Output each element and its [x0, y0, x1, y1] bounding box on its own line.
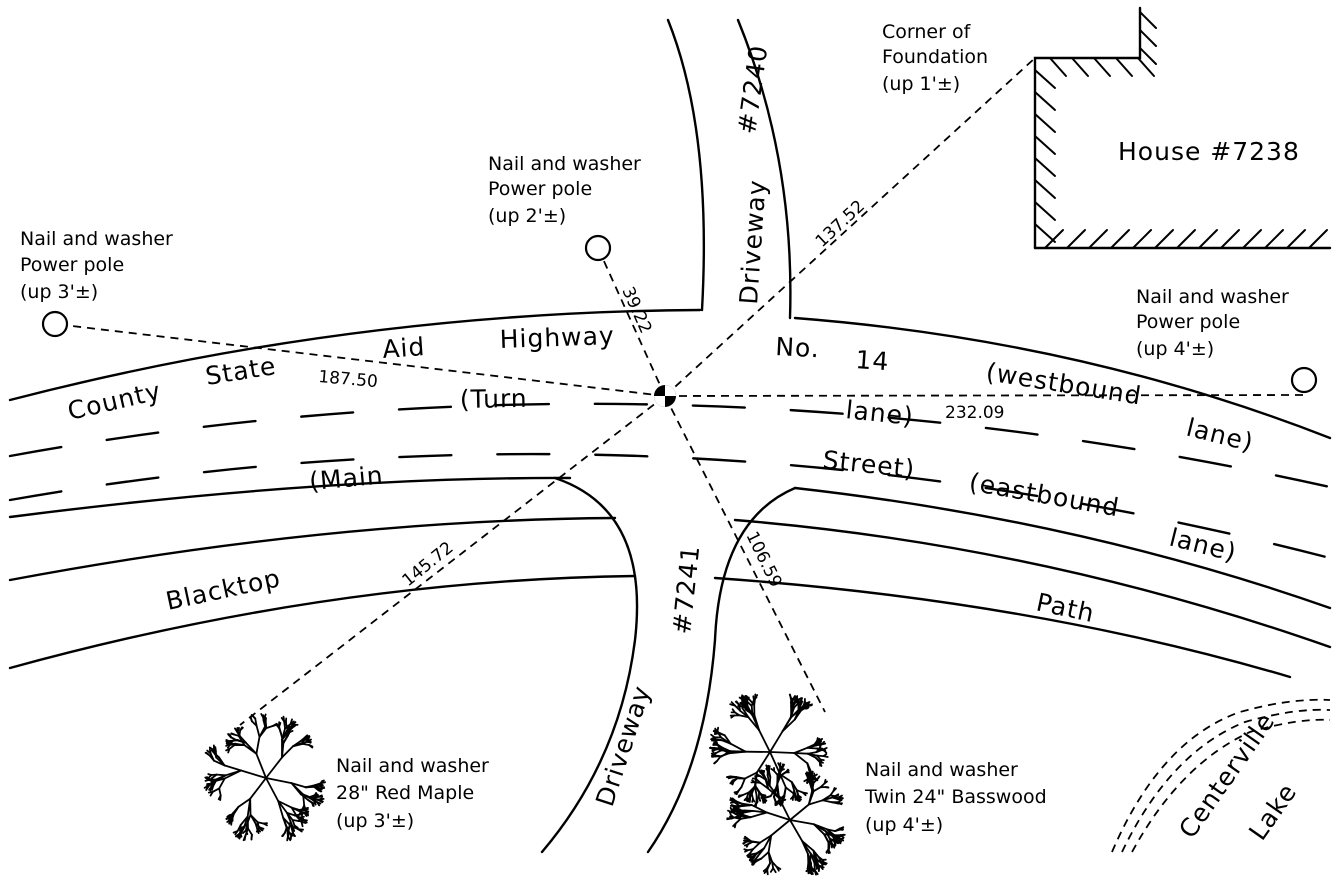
lane-dash-line-2 — [8, 452, 1332, 560]
road-word-westbound: (westbound — [984, 357, 1144, 410]
maple-label: Nail and washer 28" Red Maple (up 3'±) — [336, 755, 489, 832]
road-word-no: No. — [775, 332, 821, 363]
basswood-tree-icon — [708, 693, 829, 807]
svg-text:Lake: Lake — [1243, 778, 1302, 846]
pole-center-label: Nail and washer Power pole (up 2'±) — [488, 153, 641, 227]
highway-north-edge-west — [8, 308, 702, 402]
svg-text:Power pole: Power pole — [1136, 311, 1240, 333]
road-word-turn: (Turn — [460, 384, 528, 414]
road-word-state: State — [203, 351, 278, 391]
svg-text:Nail and washer: Nail and washer — [336, 755, 489, 777]
power-pole-east-icon — [1290, 366, 1318, 394]
driveway-south-number: #7241 — [667, 544, 705, 636]
power-pole-center-icon — [584, 234, 612, 262]
control-point-icon — [654, 385, 676, 407]
highway-south-edge-east — [793, 486, 1332, 610]
lake-label: Centerville Lake — [1173, 707, 1302, 845]
svg-text:(up 3'±): (up 3'±) — [336, 810, 414, 832]
red-maple-tree-icon — [203, 713, 327, 842]
svg-text:Foundation: Foundation — [882, 46, 988, 68]
driveway-south-west-edge — [540, 476, 639, 854]
driveway-north-label: Driveway — [734, 178, 772, 305]
pole-east-label: Nail and washer Power pole (up 4'±) — [1136, 286, 1289, 360]
road-word-highway: Highway — [499, 321, 615, 354]
driveway-south-label: Driveway — [590, 682, 656, 810]
driveway-north-number: #7240 — [732, 43, 773, 136]
road-word-lane-close: lane) — [844, 395, 915, 431]
driveway-north-east-edge — [736, 18, 792, 320]
svg-text:(up 4'±): (up 4'±) — [1136, 338, 1214, 360]
svg-text:Nail and washer: Nail and washer — [1136, 286, 1289, 308]
road-word-blacktop: Blacktop — [163, 563, 283, 616]
tie-line-maple — [239, 395, 666, 726]
foundation-corner-label: Corner of Foundation (up 1'±) — [882, 21, 988, 95]
power-pole-west-icon — [41, 310, 69, 338]
house-outline — [1033, 6, 1332, 250]
distance-to-foundation: 137.52 — [812, 196, 869, 251]
svg-text:Nail and washer: Nail and washer — [488, 153, 641, 175]
path-south-edge-west — [8, 574, 637, 670]
road-word-westbound-lane: lane) — [1184, 413, 1257, 458]
road-word-eastbound: (eastbound — [967, 467, 1122, 522]
tie-line-pole-east — [664, 394, 1305, 397]
svg-text:Power pole: Power pole — [488, 178, 592, 200]
driveway-north-west-edge — [666, 18, 706, 312]
svg-text:Nail and washer: Nail and washer — [865, 759, 1018, 781]
road-word-14: 14 — [855, 345, 891, 376]
road-word-street: Street) — [821, 445, 916, 484]
path-north-edge-east — [733, 518, 1332, 649]
svg-text:Nail and washer: Nail and washer — [20, 228, 173, 250]
distance-to-pole-west: 187.50 — [318, 367, 379, 392]
driveway-south-east-edge — [646, 486, 797, 854]
highway-north-edge-east — [793, 316, 1332, 440]
svg-text:(up 1'±): (up 1'±) — [882, 73, 960, 95]
distance-to-pole-east: 232.09 — [945, 403, 1004, 423]
highway-south-edge-west — [8, 476, 572, 519]
svg-text:(up 2'±): (up 2'±) — [488, 205, 566, 227]
pole-west-label: Nail and washer Power pole (up 3'±) — [20, 228, 173, 303]
svg-text:(up 4'±): (up 4'±) — [865, 814, 943, 836]
basswood-label: Nail and washer Twin 24" Basswood (up 4'… — [864, 759, 1047, 836]
tie-line-basswood — [664, 395, 826, 713]
path-north-edge-west — [8, 516, 617, 582]
tie-lines — [54, 57, 1305, 726]
lane-dash-line-1 — [8, 402, 1332, 489]
svg-text:Corner of: Corner of — [882, 21, 972, 43]
road-word-main: (Main — [308, 461, 385, 496]
distance-to-maple: 145.72 — [399, 538, 458, 591]
path-south-edge-east — [713, 576, 1292, 679]
svg-text:28" Red Maple: 28" Red Maple — [336, 782, 474, 804]
house-label: House #7238 — [1118, 137, 1300, 166]
svg-text:(up 3'±): (up 3'±) — [20, 281, 98, 303]
tie-line-pole-west — [54, 323, 666, 397]
basswood-tree-icon-2 — [726, 762, 846, 876]
svg-text:Power pole: Power pole — [20, 254, 124, 276]
road-word-aid: Aid — [381, 332, 426, 364]
road-word-path: Path — [1034, 588, 1098, 629]
lake-shoreline — [1111, 698, 1331, 853]
svg-text:Twin 24" Basswood: Twin 24" Basswood — [864, 786, 1047, 808]
